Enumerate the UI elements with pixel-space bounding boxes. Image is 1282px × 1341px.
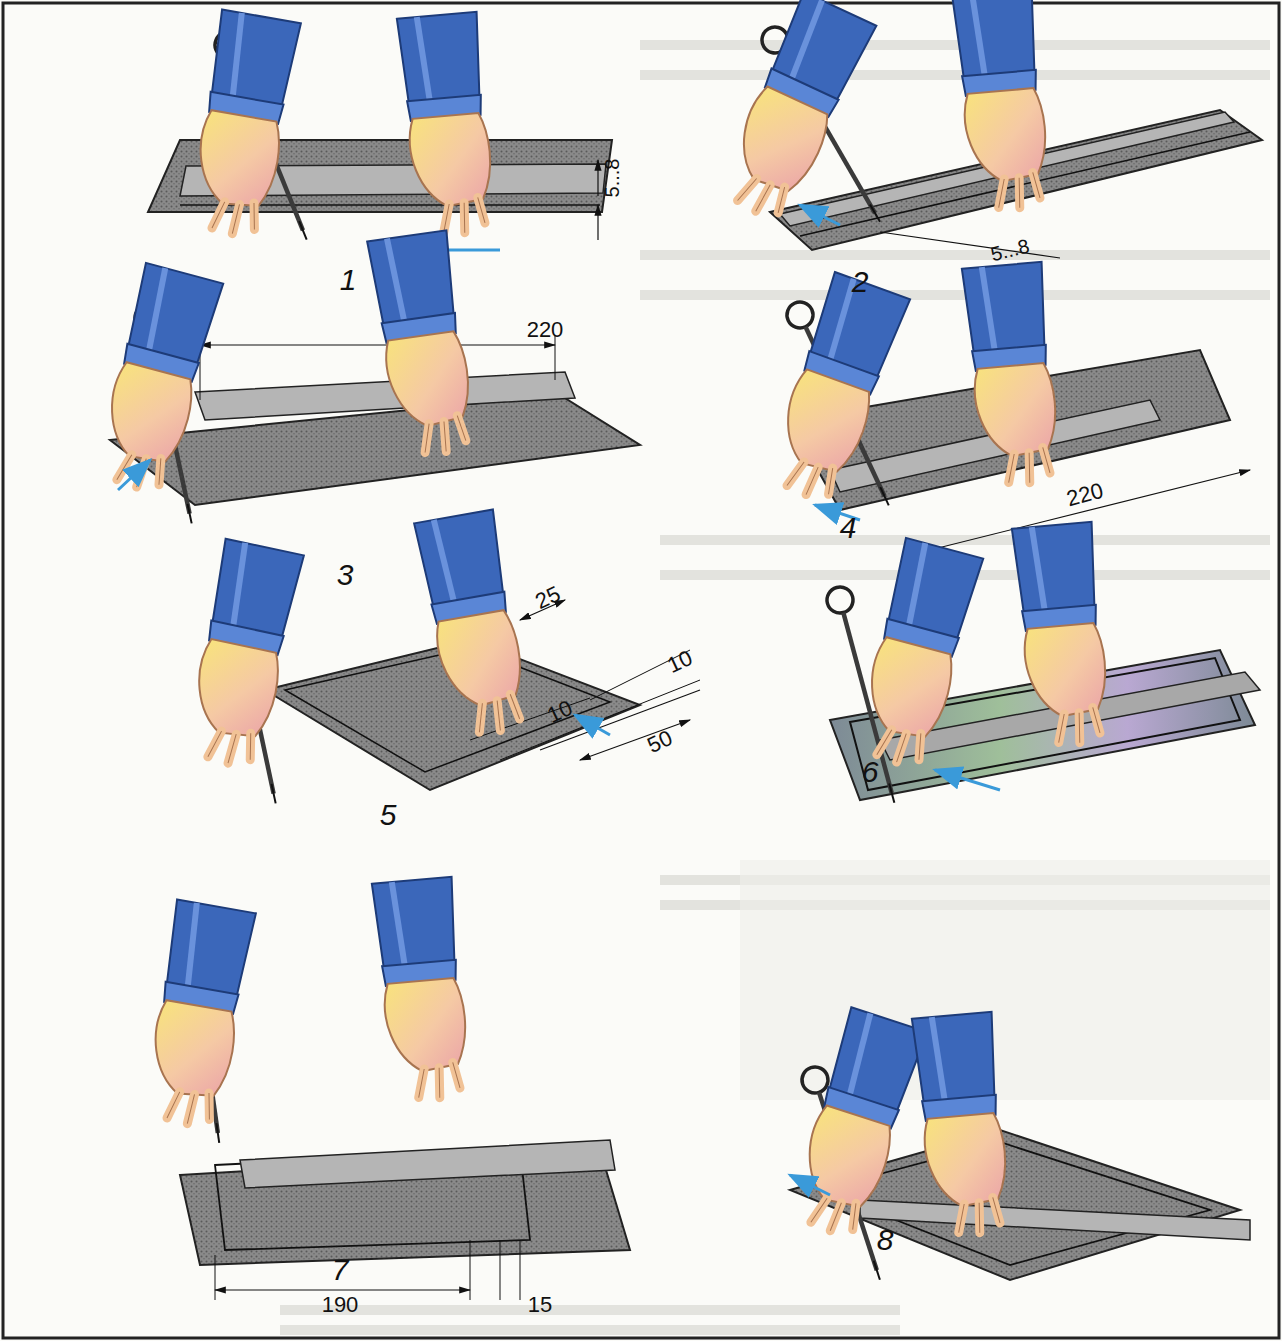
panel-1 [148, 9, 612, 250]
panel-4 [760, 262, 1250, 555]
dimension-label: 5...8 [602, 159, 622, 198]
dimension-label: 25 [532, 583, 563, 613]
dimension-label: 220 [527, 319, 564, 341]
panel-number: 1 [340, 265, 357, 295]
panel-number: 5 [380, 800, 397, 830]
dimension-label: 220 [1064, 480, 1105, 511]
panel-3 [89, 230, 640, 526]
panel-5 [180, 509, 700, 806]
dimension-label: 50 [644, 727, 675, 757]
dimension-label: 190 [322, 1294, 359, 1316]
panel-number: 4 [840, 513, 857, 543]
frame [3, 3, 1279, 1338]
panel-7 [139, 877, 630, 1300]
panel-number: 7 [332, 1255, 349, 1285]
dimension-label: 15 [528, 1294, 552, 1316]
panel-6 [824, 522, 1260, 806]
panel-number: 3 [337, 560, 354, 590]
panel-8 [784, 1007, 1250, 1283]
panel-number: 2 [852, 267, 869, 297]
panel-2 [711, 0, 1262, 258]
bleed-figure [740, 860, 1270, 1100]
dimension-label: 5...8 [989, 236, 1032, 265]
panel-number: 6 [862, 757, 879, 787]
panel-number: 8 [877, 1225, 894, 1255]
dimension-label: 10 [664, 647, 695, 677]
